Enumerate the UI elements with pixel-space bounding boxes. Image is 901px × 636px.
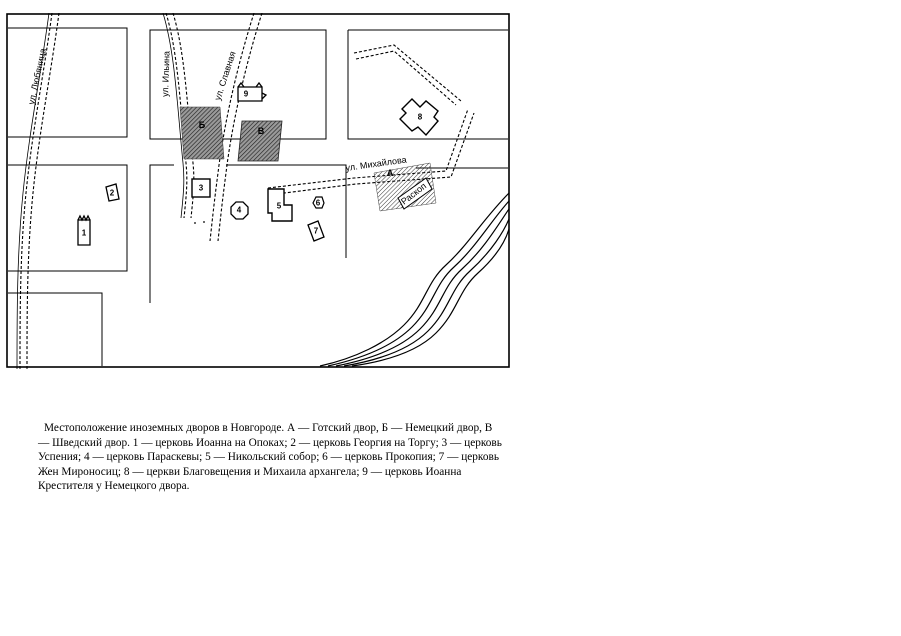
church-2: 2 <box>105 183 120 202</box>
church-1-label: 1 <box>82 229 87 238</box>
map-drawing: Б В А Раскоп 1 2 3 4 5 6 7 8 <box>6 13 510 369</box>
street-label-lyubyanitsa: ул. Любяница <box>26 47 48 105</box>
courtyard-v-label: В <box>258 126 265 136</box>
street-slavnaya <box>209 13 263 242</box>
church-8: 8 <box>399 98 439 137</box>
novgorod-map: Б В А Раскоп 1 2 3 4 5 6 7 8 <box>6 13 510 369</box>
church-6-label: 6 <box>316 199 321 208</box>
courtyard-v: В <box>237 120 283 162</box>
church-8-label: 8 <box>418 113 423 122</box>
church-1: 1 <box>77 214 91 246</box>
church-3-label: 3 <box>199 184 204 193</box>
courtyard-a-label: А <box>387 168 394 178</box>
church-2-label: 2 <box>110 189 115 198</box>
church-3: 3 <box>191 178 211 198</box>
church-6: 6 <box>312 196 325 209</box>
street-mikhailova <box>267 108 475 196</box>
street-label-slavnaya: ул. Славная <box>212 50 237 102</box>
church-4: 4 <box>230 201 249 220</box>
church-5: 5 <box>267 188 293 222</box>
city-blocks <box>8 27 508 366</box>
map-caption: Местоположение иноземных дворов в Новгор… <box>38 422 502 493</box>
street-lyubyanitsa <box>16 13 60 369</box>
courtyard-b: Б <box>179 106 225 160</box>
courtyard-a: А Раскоп <box>373 162 437 212</box>
church-5-label: 5 <box>277 202 282 211</box>
map-dots <box>194 221 205 224</box>
church-4-label: 4 <box>237 206 242 215</box>
river-bank <box>319 192 510 367</box>
map-frame <box>6 13 510 368</box>
church-9: 9 <box>237 81 268 102</box>
courtyard-b-label: Б <box>199 120 206 130</box>
lane-church-8 <box>353 44 462 106</box>
church-9-label: 9 <box>244 90 249 99</box>
church-7: 7 <box>307 220 325 242</box>
church-7-label: 7 <box>314 227 319 236</box>
street-label-ilyina: ул. Ильина <box>160 51 172 97</box>
